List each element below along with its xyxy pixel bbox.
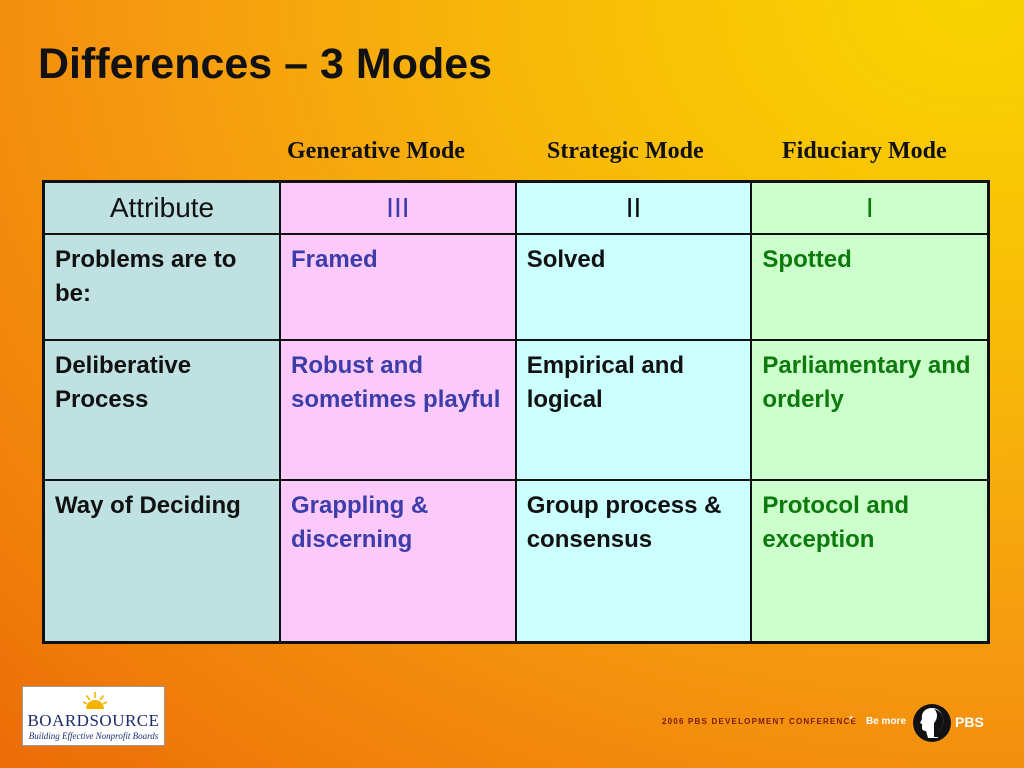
row-attribute-cell: Problems are to be: xyxy=(42,233,281,341)
slide-title: Differences – 3 Modes xyxy=(38,40,493,88)
table-header-row: Attribute III II I xyxy=(42,180,990,235)
row-strategic-cell: Empirical and logical xyxy=(514,339,753,481)
pbs-head-icon xyxy=(913,704,951,742)
row-generative-cell: Robust and sometimes playful xyxy=(278,339,517,481)
row-fiduciary-cell: Spotted xyxy=(750,233,990,341)
row-generative-cell: Framed xyxy=(278,233,517,341)
header-generative: III xyxy=(278,180,517,235)
header-attribute: Attribute xyxy=(42,180,281,235)
strategic-mode-label: Strategic Mode xyxy=(547,138,704,164)
fiduciary-mode-label: Fiduciary Mode xyxy=(782,138,947,164)
logo-name: BOARDSOURCE xyxy=(27,711,160,730)
modes-table: Attribute III II I Problems are to be: F… xyxy=(42,180,990,644)
header-fiduciary: I xyxy=(750,180,990,235)
row-attribute-cell: Deliberative Process xyxy=(42,339,281,481)
row-fiduciary-cell: Protocol and exception xyxy=(750,479,990,644)
slogan-text: Be more xyxy=(866,716,907,727)
table-row: Problems are to be: Framed Solved Spotte… xyxy=(42,233,990,341)
table-row: Deliberative Process Robust and sometime… xyxy=(42,339,990,481)
row-fiduciary-cell: Parliamentary and orderly xyxy=(750,339,990,481)
boardsource-sun-icon xyxy=(83,692,107,709)
generative-mode-label: Generative Mode xyxy=(287,138,465,164)
row-attribute-cell: Way of Deciding xyxy=(42,479,281,644)
conference-name: 2006 PBS DEVELOPMENT CONFERENCE xyxy=(662,717,858,726)
table-row: Way of Deciding Grappling & discerning G… xyxy=(42,479,990,644)
boardsource-logo: BOARDSOURCE Building Effective Nonprofit… xyxy=(22,686,165,746)
pbs-brand-text: PBS xyxy=(955,714,984,730)
row-strategic-cell: Group process & consensus xyxy=(514,479,753,644)
logo-tagline: Building Effective Nonprofit Boards xyxy=(28,731,159,741)
header-strategic: II xyxy=(514,180,753,235)
mode-labels: Generative Mode Strategic Mode Fiduciary… xyxy=(0,138,1024,168)
row-strategic-cell: Solved xyxy=(514,233,753,341)
footer-separator: * xyxy=(849,714,854,726)
row-generative-cell: Grappling & discerning xyxy=(278,479,517,644)
